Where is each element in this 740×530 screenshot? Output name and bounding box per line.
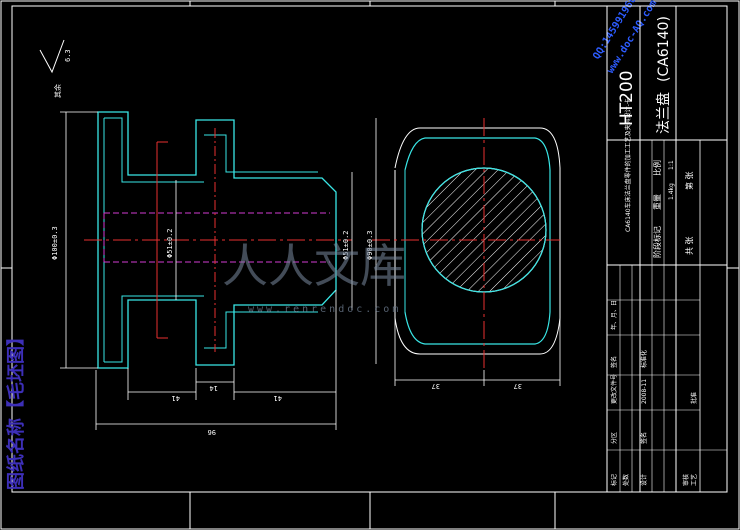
rev-header-zone: 分区 xyxy=(610,432,618,444)
rev-header-sign: 签名 xyxy=(610,356,618,368)
roughness-symbol: 6.3 其余 xyxy=(39,39,72,98)
dim-41-b: 41 xyxy=(274,394,282,402)
design-label: 设计 xyxy=(640,474,648,486)
title-material: HT200 xyxy=(617,70,637,126)
title-note: CA6140车床法兰盘零件的加工工艺及夹具设计-卡 xyxy=(624,98,632,232)
watermark-url: www.renrendoc.com xyxy=(248,304,401,315)
side-dim-lines xyxy=(375,118,561,386)
standardize-label: 标准化 xyxy=(640,350,648,368)
stage-label: 阶段标记 xyxy=(652,226,662,258)
process-label: 工艺 xyxy=(690,474,698,486)
front-dim-lines xyxy=(60,111,353,430)
rev-header-date: 年、月、日 xyxy=(610,300,618,330)
side-view xyxy=(372,118,561,370)
title-main: 法兰盘 xyxy=(655,92,672,134)
roughness-note: 其余 xyxy=(53,84,62,98)
weight-label: 重量 xyxy=(652,194,662,210)
sheet-total: 共 张 xyxy=(685,236,694,255)
dim-dia-100: Φ100±0.3 xyxy=(51,226,59,260)
approve-label: 批准 xyxy=(690,392,698,404)
dim-dia-90: Φ90±0.3 xyxy=(366,230,374,260)
dim-dia-51-b: Φ51±0.2 xyxy=(342,230,350,260)
sheet-no: 第 张 xyxy=(684,171,694,190)
weight-value: 1.4kg xyxy=(668,183,675,200)
dim-37-a: 37 xyxy=(432,382,440,390)
design-sign: 签名 xyxy=(640,432,648,444)
side-label: 图纸名称【毛坯图】 xyxy=(5,328,27,490)
roughness-value: 6.3 xyxy=(64,49,72,62)
scale-value: 1:1 xyxy=(668,160,675,170)
design-date: 2008-11 xyxy=(641,379,648,404)
rev-header-docno: 更改文件号 xyxy=(610,374,618,404)
dim-dia-51-a: Φ51±0.2 xyxy=(166,228,174,258)
dim-37-b: 37 xyxy=(514,382,522,390)
title-model: (CA6140) xyxy=(656,16,672,82)
rev-header-count: 处数 xyxy=(622,474,630,486)
watermark-logo: 人人文库 xyxy=(222,239,406,293)
scale-label: 比例 xyxy=(652,160,662,176)
rev-header-mark: 标记 xyxy=(610,474,618,486)
review-label: 审核 xyxy=(682,474,690,486)
dim-41-a: 41 xyxy=(172,394,180,402)
title-block xyxy=(606,5,728,493)
dim-14: 14 xyxy=(210,384,218,392)
dim-96: 96 xyxy=(208,428,216,436)
side-label-text: 图纸名称【毛坯图】 xyxy=(5,328,27,490)
